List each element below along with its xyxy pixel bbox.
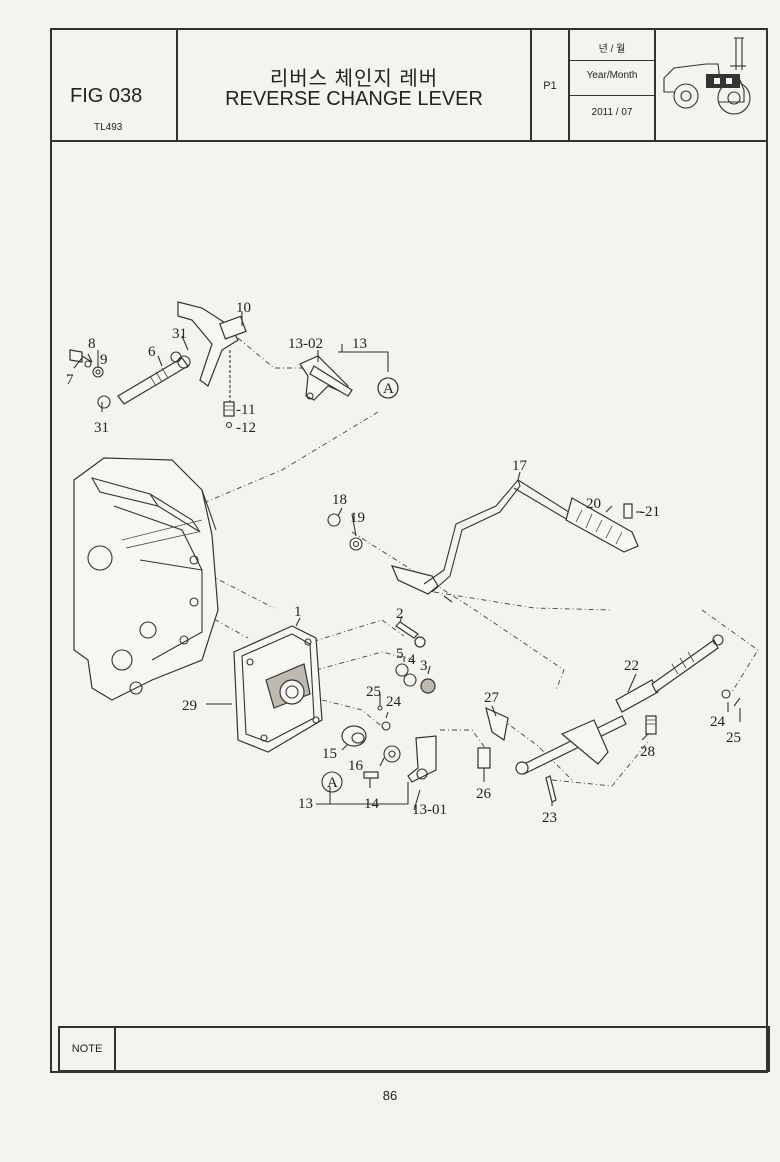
tractor-icon	[663, 37, 751, 115]
callout-14: 14	[364, 796, 380, 812]
upper-lever	[299, 355, 399, 401]
figure-cell: FIG 038 TL493	[52, 30, 178, 140]
cover-housing	[233, 625, 323, 753]
callout-13-bottom: 13	[298, 796, 313, 812]
callout-31-top: 31	[172, 326, 187, 342]
callout-7: 7	[66, 372, 74, 388]
figure-number: FIG 038	[70, 85, 143, 107]
callout-25-right: 25	[726, 730, 741, 746]
year-month-value: 2011 / 07	[591, 107, 633, 118]
callout-20: 20	[586, 496, 601, 512]
callout-6: 6	[148, 344, 156, 360]
exploded-diagram: 10 31 6 8 9 7 31 -11 -12 13-02 13 A 17 1…	[66, 300, 759, 826]
callout-23: 23	[542, 810, 557, 826]
callout-13-01: 13-01	[412, 802, 447, 818]
callout-13-02: 13-02	[288, 336, 323, 352]
callout-24-right: 24	[710, 714, 726, 730]
callout-17: 17	[512, 458, 528, 474]
rod-assembly	[477, 634, 741, 803]
callout-25-left: 25	[366, 684, 381, 700]
callout-28: 28	[640, 744, 655, 760]
divider	[570, 95, 654, 96]
ref-a-bottom: A	[327, 775, 338, 791]
callout-9: 9	[100, 352, 108, 368]
hardware	[341, 621, 437, 783]
year-month-cell: 년 / 월 Year/Month 2011 / 07	[570, 30, 656, 140]
callout-16: 16	[348, 758, 364, 774]
callout-10: 10	[236, 300, 251, 316]
callout-24-left: 24	[386, 694, 402, 710]
title-korean: 리버스 체인지 레버	[269, 68, 439, 90]
page-number: 86	[382, 1088, 398, 1103]
year-month-label: Year/Month	[586, 70, 638, 81]
divider	[570, 60, 654, 61]
callout-13-top: 13	[352, 336, 367, 352]
callout-2: 2	[396, 606, 404, 622]
title-cell: 리버스 체인지 레버 REVERSE CHANGE LEVER	[178, 30, 532, 140]
ref-a-top: A	[383, 381, 394, 397]
year-month-korean: 년 / 월	[598, 44, 626, 55]
ref-circle-a-bottom	[321, 771, 343, 793]
page-code-cell: P1	[532, 30, 570, 140]
callout-1: 1	[294, 604, 302, 620]
shift-fork-assembly	[69, 301, 247, 429]
callout-11: -11	[236, 402, 255, 418]
callout-22: 22	[624, 658, 639, 674]
callout-12: -12	[236, 420, 256, 436]
callout-19: 19	[350, 510, 365, 526]
callout-4: 4	[408, 652, 416, 668]
callout-26: 26	[476, 786, 492, 802]
callout-31-bottom: 31	[94, 420, 109, 436]
transmission-case	[73, 457, 219, 701]
tractor-logo-cell	[656, 30, 766, 140]
callout-18: 18	[332, 492, 347, 508]
model-code: TL493	[94, 122, 123, 133]
callout-27: 27	[484, 690, 500, 706]
parts-sheet: FIG 038 TL493 리버스 체인지 레버 REVERSE CHANGE …	[50, 28, 770, 1073]
header-block: FIG 038 TL493 리버스 체인지 레버 REVERSE CHANGE …	[52, 30, 766, 142]
callout-labels: 10 31 6 8 9 7 31 -11 -12 13-02 13 A 17 1…	[66, 300, 741, 826]
callout-3: 3	[420, 658, 428, 674]
title-english: REVERSE CHANGE LEVER	[225, 88, 483, 110]
callout-15: 15	[322, 746, 337, 762]
ref-circle-a-top	[377, 377, 399, 399]
page-code: P1	[543, 80, 557, 92]
note-bar: NOTE	[58, 1026, 770, 1072]
note-label: NOTE	[60, 1028, 116, 1070]
callout-29: 29	[182, 698, 197, 714]
reverse-lever	[327, 478, 639, 603]
callout-5: 5	[396, 646, 404, 662]
callout-8: 8	[88, 336, 96, 352]
callout-21: -21	[640, 504, 660, 520]
